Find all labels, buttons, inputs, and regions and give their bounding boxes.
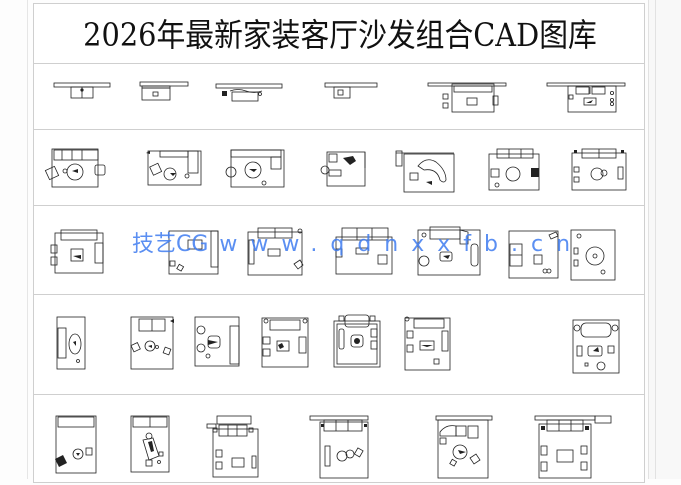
sofa-plan-icon bbox=[261, 317, 309, 368]
sofa-plan-4-7[interactable] bbox=[572, 319, 620, 375]
sofa-plan-5-3[interactable] bbox=[205, 414, 261, 478]
sofa-plan-1-1[interactable] bbox=[53, 82, 111, 100]
sofa-plan-icon bbox=[225, 149, 285, 188]
cad-library-sheet: 2026年最新家装客厅沙发组合CAD图库 bbox=[33, 3, 645, 483]
row-linear-sofas bbox=[34, 63, 644, 130]
sofa-plan-4-3[interactable] bbox=[194, 316, 242, 368]
watermark: 技艺CG www.qdnxxfb.cn bbox=[132, 226, 583, 258]
sofa-plan-3-3[interactable] bbox=[246, 226, 304, 276]
sofa-plan-icon bbox=[53, 82, 111, 99]
sofa-plan-4-1[interactable] bbox=[56, 316, 86, 370]
sofa-plan-4-2[interactable] bbox=[130, 316, 174, 370]
sofa-plan-icon bbox=[333, 314, 381, 368]
sofa-plan-2-6[interactable] bbox=[487, 147, 543, 191]
row-wide-plans bbox=[34, 129, 644, 206]
sofa-plan-icon bbox=[215, 83, 283, 102]
sofa-plan-icon bbox=[417, 226, 481, 276]
sofa-plan-icon bbox=[404, 316, 451, 371]
sofa-plan-icon bbox=[56, 316, 86, 370]
sofa-plan-2-4[interactable] bbox=[320, 150, 367, 188]
sofa-plan-1-6[interactable] bbox=[546, 82, 626, 114]
sofa-plan-4-5[interactable] bbox=[333, 313, 381, 369]
sofa-plan-icon bbox=[572, 319, 620, 374]
sofa-plan-3-2[interactable] bbox=[166, 227, 220, 277]
row-medium-plans bbox=[34, 205, 644, 295]
watermark-brand: 技艺CG bbox=[132, 232, 209, 257]
sofa-plan-icon bbox=[146, 150, 202, 186]
sofa-plan-4-4[interactable] bbox=[257, 315, 311, 369]
row-tall-plans bbox=[34, 394, 644, 485]
sofa-plan-1-2[interactable] bbox=[139, 81, 189, 101]
sofa-plan-icon bbox=[395, 150, 455, 193]
sofa-plan-1-4[interactable] bbox=[324, 82, 378, 100]
sofa-plan-3-5[interactable] bbox=[416, 226, 481, 276]
sofa-plan-icon bbox=[139, 81, 189, 101]
sofa-plan-5-4[interactable] bbox=[308, 414, 370, 479]
sofa-plan-icon bbox=[247, 227, 304, 276]
sofa-plan-icon bbox=[168, 230, 219, 275]
sofa-plan-3-1[interactable] bbox=[50, 229, 107, 274]
sofa-plan-icon bbox=[55, 415, 97, 474]
sofa-plan-icon bbox=[130, 316, 174, 370]
row-square-plans bbox=[34, 294, 644, 395]
sofa-plan-5-2[interactable] bbox=[129, 414, 171, 474]
sofa-plan-icon bbox=[534, 415, 612, 479]
sofa-plan-3-7[interactable] bbox=[569, 228, 616, 281]
page-edge-line bbox=[27, 0, 28, 479]
sofa-plan-icon bbox=[320, 151, 366, 187]
sofa-plan-2-5[interactable] bbox=[395, 150, 456, 193]
sofa-plan-icon bbox=[50, 229, 104, 274]
sofa-plan-4-6[interactable] bbox=[404, 315, 452, 371]
sofa-plan-2-1[interactable] bbox=[44, 147, 112, 188]
sofa-plan-2-7[interactable] bbox=[570, 147, 628, 191]
sofa-plan-icon bbox=[309, 415, 369, 479]
sofa-plan-icon bbox=[324, 82, 378, 99]
sofa-plan-icon bbox=[508, 230, 559, 279]
sofa-plan-icon bbox=[206, 415, 259, 478]
sofa-plan-3-6[interactable] bbox=[507, 229, 559, 279]
sofa-plan-icon bbox=[546, 82, 626, 113]
sofa-plan-5-5[interactable] bbox=[434, 414, 496, 479]
watermark-url: www.qdnxxfb.cn bbox=[219, 232, 584, 257]
sofa-plan-icon bbox=[570, 229, 616, 281]
sofa-plan-icon bbox=[44, 148, 106, 188]
sofa-plan-1-3[interactable] bbox=[215, 83, 283, 103]
sofa-plan-3-4[interactable] bbox=[334, 227, 393, 275]
sofa-plan-1-5[interactable] bbox=[427, 82, 507, 114]
sofa-plan-icon bbox=[435, 415, 493, 479]
sofa-plan-icon bbox=[427, 82, 507, 113]
sofa-plan-icon bbox=[571, 148, 627, 191]
sofa-plan-icon bbox=[130, 415, 170, 473]
sofa-plan-icon bbox=[488, 148, 540, 191]
sofa-plan-5-6[interactable] bbox=[533, 414, 613, 479]
sofa-plan-icon bbox=[335, 227, 393, 275]
sofa-plan-5-1[interactable] bbox=[52, 414, 98, 474]
sofa-plan-icon bbox=[194, 316, 240, 367]
sofa-plan-2-2[interactable] bbox=[145, 147, 203, 187]
sofa-plan-2-3[interactable] bbox=[225, 147, 289, 189]
right-margin-strip bbox=[648, 0, 681, 479]
page-title: 2026年最新家装客厅沙发组合CAD图库 bbox=[83, 16, 597, 54]
